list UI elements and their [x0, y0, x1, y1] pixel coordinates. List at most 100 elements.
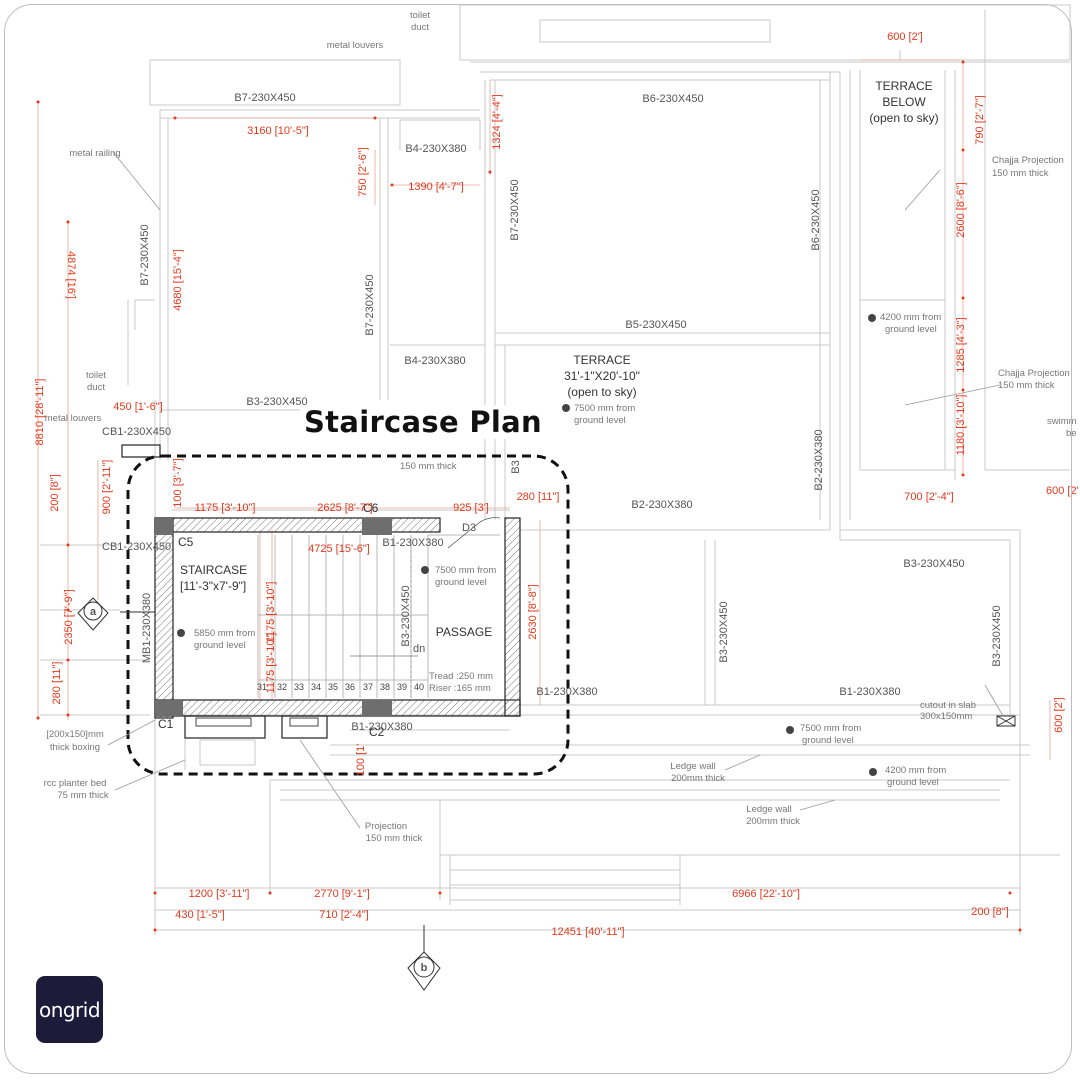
dimension-label: 700 [2'-4"]: [904, 491, 953, 503]
toilet-duct-label: toilet: [410, 10, 430, 21]
terrace-below-label: (open to sky): [869, 111, 938, 125]
column-label: C5: [178, 535, 194, 549]
level-label: ground level: [885, 324, 937, 335]
column-label: C6: [363, 501, 379, 515]
boxing-label: [200x150]mm: [46, 729, 104, 740]
projection-label: Projection: [365, 821, 407, 832]
level-marker-icon: [868, 314, 876, 322]
dimension-label: 450 [1'-6"]: [113, 401, 162, 413]
terrace-below-label: BELOW: [882, 95, 926, 109]
toilet-duct-label: duct: [411, 22, 429, 33]
dimension-label: 1175 [3'-10"]: [195, 502, 256, 514]
step-number: 36: [345, 682, 355, 692]
staircase-label: STAIRCASE: [180, 563, 247, 577]
beam-label: B1-230X380: [536, 686, 597, 698]
step-numbers: 31 32 33 34 35 36 37 38 39 40: [257, 682, 424, 692]
passage-label: PASSAGE: [436, 625, 492, 639]
dimension-label: 280 [11"]: [51, 662, 63, 705]
dimension-label: 2350 [7'-9"]: [63, 589, 75, 645]
beam-label: B3-230X450: [991, 605, 1003, 666]
metal-railing-label: metal railing: [69, 148, 120, 159]
beam-label: B2-230X380: [813, 429, 825, 490]
beam-label: MB1-230X380: [141, 593, 153, 663]
terrace-label: 31'-1"X20'-10": [564, 369, 640, 383]
step-number: 33: [294, 682, 304, 692]
beam-label: B3-230X450: [903, 558, 964, 570]
dimension-lines: [37, 59, 1051, 760]
page-title: Staircase Plan: [300, 405, 546, 439]
ledge-wall-label: 200mm thick: [671, 773, 725, 784]
dimension-label: 600 [2']: [887, 31, 923, 43]
dimension-label: 2600 [8'-6"]: [955, 182, 967, 238]
step-number: 31: [257, 682, 267, 692]
toilet-duct-label: duct: [87, 382, 105, 393]
ongrid-logo: ongrid: [36, 976, 103, 1043]
dimension-label: 600 [2']: [1053, 697, 1065, 733]
beam-label: B6-230X450: [810, 189, 822, 250]
dimension-label: 1175 [3'-10"]: [265, 633, 277, 694]
dimension-label: 710 [2'-4"]: [319, 909, 368, 921]
door-label: D3: [462, 522, 476, 534]
dimension-label: 4680 [15'-4"]: [172, 249, 184, 311]
beam-label: B3-230X450: [246, 396, 307, 408]
dimension-label: 1324 [4'-4"]: [491, 94, 503, 150]
chajja-label: Chajja Projection: [992, 155, 1064, 166]
beam-label: B3-230X450: [718, 601, 730, 662]
level-label: ground level: [574, 415, 626, 426]
level-label: ground level: [802, 735, 854, 746]
stair-treads: [257, 534, 500, 698]
level-marker-icon: [869, 768, 877, 776]
dimension-label: 100 [1': [355, 744, 367, 777]
beam-label: B3: [510, 460, 522, 473]
step-number: 38: [380, 682, 390, 692]
dimension-label: 12451 [40'-11"]: [551, 926, 624, 938]
dimension-label: 2630 [8'-8"]: [527, 584, 539, 640]
cutout-label: cutout in slab: [920, 700, 976, 711]
dimension-label: 2770 [9'-1"]: [314, 888, 370, 900]
dimension-label: 4725 [15'-6"]: [308, 543, 370, 555]
cutout-label: 300x150mm: [920, 711, 972, 722]
dimension-label: 600 [2': [1046, 485, 1079, 497]
level-label: 5850 mm from: [194, 628, 255, 639]
level-marker-icon: [421, 566, 429, 574]
terrace-label: TERRACE: [573, 353, 630, 367]
dimension-label: 200 [8"]: [971, 906, 1009, 918]
riser-label: Riser :165 mm: [429, 683, 491, 694]
dimension-label: 1180 [3'-10"]: [955, 395, 967, 456]
thickness-label: 150 mm thick: [400, 461, 457, 472]
column-label: C1: [158, 717, 174, 731]
level-marker-icon: [562, 404, 570, 412]
boxing-label: thick boxing: [50, 742, 100, 753]
dimension-label: 1285 [4'-3"]: [955, 317, 967, 373]
planter-label: rcc planter bed: [44, 778, 107, 789]
beam-label: B2-230X380: [631, 499, 692, 511]
metal-louvers-label: metal louvers: [327, 40, 384, 51]
ledge-wall-label: 200mm thick: [746, 816, 800, 827]
beam-label: B3-230X450: [400, 585, 412, 646]
beam-label: B6-230X450: [642, 93, 703, 105]
staircase-label: [11'-3"x7'-9"]: [180, 579, 246, 593]
chajja-label: Chajja Projection: [998, 368, 1070, 379]
structure-lines: [40, 4, 1071, 935]
level-label: ground level: [194, 640, 246, 651]
down-label: dn: [413, 643, 425, 655]
leader-lines: [107, 151, 1004, 829]
ledge-wall-label: Ledge wall: [746, 804, 791, 815]
dimension-label: 280 [11"]: [517, 491, 560, 503]
tread-label: Tread :250 mm: [429, 671, 493, 682]
level-label: 7500 mm from: [574, 403, 635, 414]
beam-label: B7-230X450: [234, 92, 295, 104]
column-c1: [155, 700, 183, 716]
level-marker-icon: [786, 726, 794, 734]
level-label: 4200 mm from: [885, 765, 946, 776]
terrace-below-label: TERRACE: [875, 79, 932, 93]
dimension-label: 8810 [28'-11"]: [34, 379, 46, 446]
rounded-frame: [4, 4, 1072, 1074]
section-marker-b: [407, 925, 441, 991]
dimension-label: 200 [8"]: [49, 474, 61, 512]
step-number: 37: [363, 682, 373, 692]
toilet-duct-label: toilet: [86, 370, 106, 381]
dimension-label: 4874 [16']: [65, 251, 77, 299]
